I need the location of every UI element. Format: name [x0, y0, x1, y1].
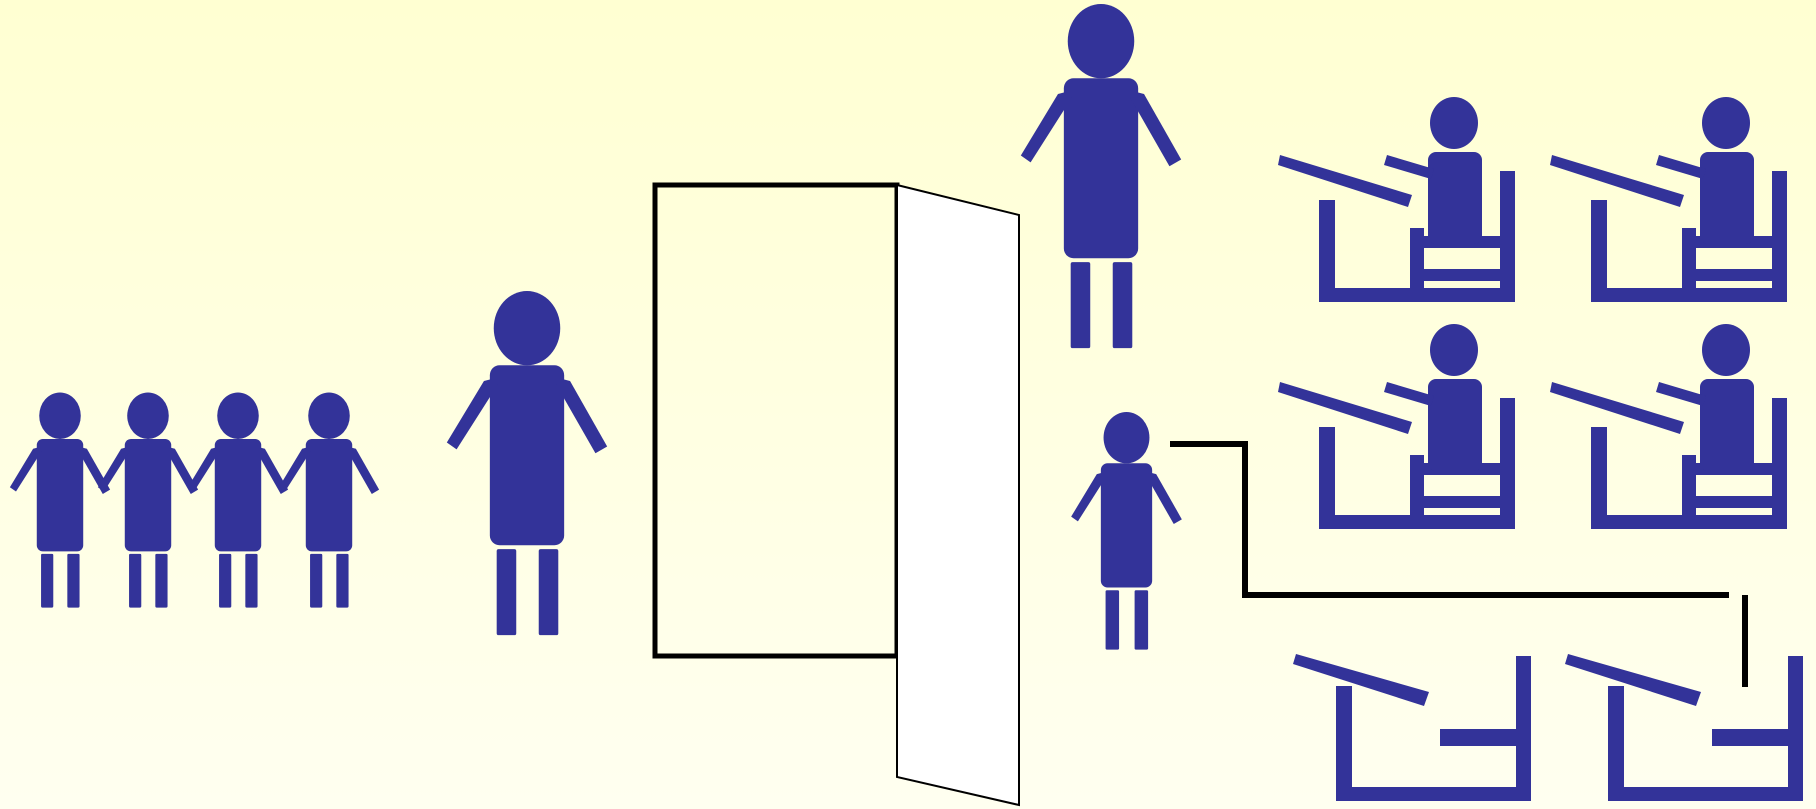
child-figure	[279, 393, 379, 608]
child-figure	[98, 393, 198, 608]
adult-figure	[1021, 4, 1181, 348]
child-figure	[10, 393, 110, 608]
open-door-icon	[655, 185, 1019, 805]
student-desk-icon	[1550, 324, 1787, 529]
empty-desk-icon	[1565, 654, 1803, 801]
empty-desks-group	[1293, 654, 1803, 801]
entering-child-figure	[1071, 412, 1182, 650]
student-desk-icon	[1278, 324, 1515, 529]
teacher-figure	[447, 291, 607, 635]
student-desk-icon	[1278, 97, 1515, 302]
child-figure	[188, 393, 288, 608]
route-line	[1170, 444, 1745, 687]
student-desk-icon	[1550, 97, 1787, 302]
empty-desk-icon	[1293, 654, 1531, 801]
seated-students-group	[1278, 97, 1787, 529]
waiting-children-group	[10, 393, 379, 608]
